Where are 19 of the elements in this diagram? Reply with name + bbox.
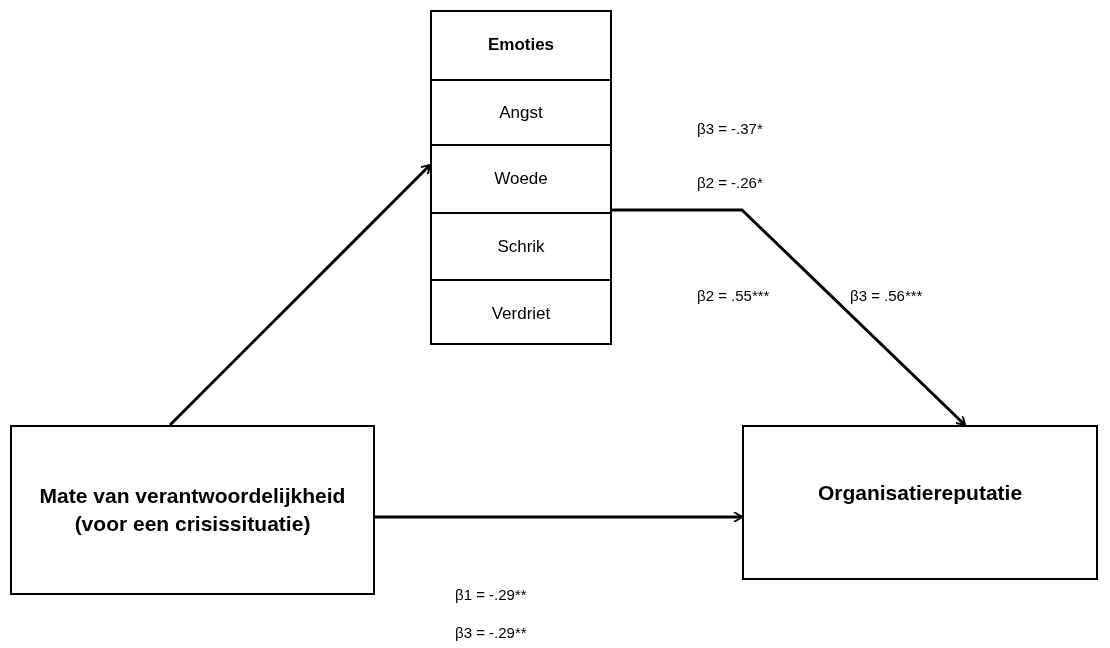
emotion-label: Woede [494, 168, 548, 191]
coefficient-label: β2 = -.26* [697, 173, 763, 193]
variable-label: Mate van verantwoordelijkheid (voor een crisissituatie) [38, 483, 347, 537]
table-box [430, 10, 612, 345]
emotion-label: Schrik [497, 235, 545, 258]
coefficient-label: β3 = .56*** [850, 286, 923, 306]
variable-box [10, 425, 375, 595]
coefficient-label: β2 = .55*** [697, 286, 770, 306]
coefficient-label: β3 = -.37* [697, 119, 763, 139]
variable-box [742, 425, 1098, 580]
arrow [168, 163, 432, 427]
variable-label: Organisatiereputatie [817, 480, 1023, 506]
arrow [612, 208, 967, 427]
emotion-label: Verdriet [491, 303, 551, 326]
emotion-label: Angst [499, 101, 543, 124]
table-header: Emoties [486, 33, 556, 56]
coefficient-label: β1 = -.29** [455, 585, 527, 605]
coefficient-label: β3 = -.29** [455, 623, 527, 643]
arrow [375, 511, 743, 523]
